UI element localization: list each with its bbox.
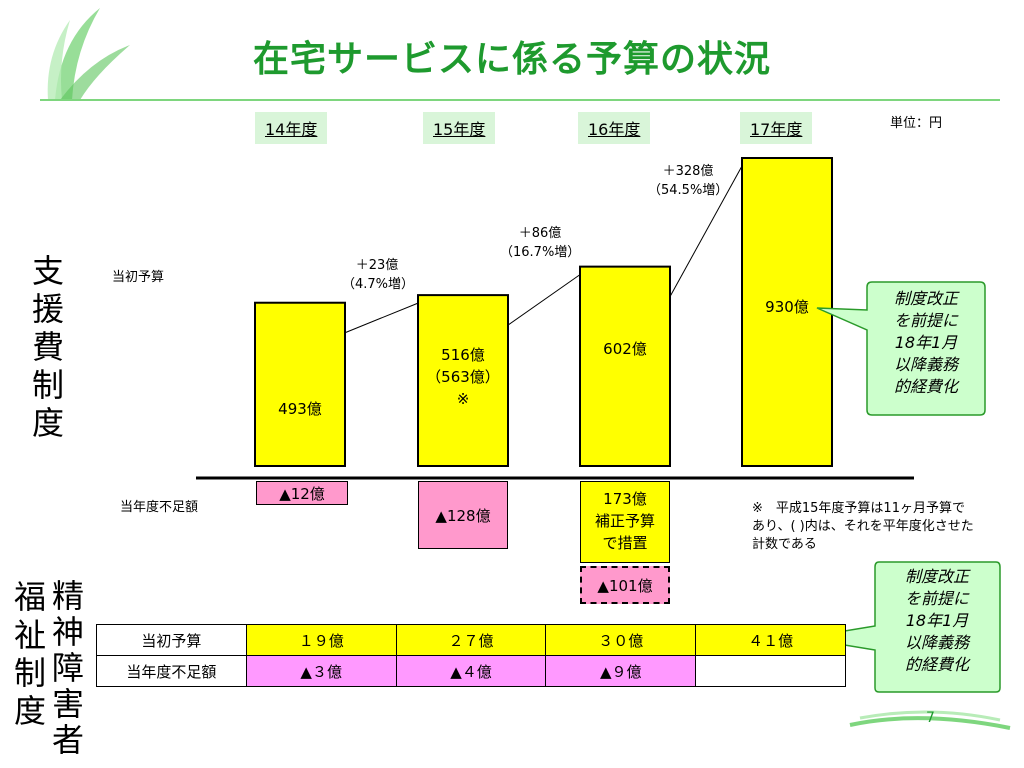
table-row: 当初予算 １９億 ２７億 ３０億 ４１億 xyxy=(96,624,846,656)
shortfall-label: 当年度不足額 xyxy=(120,500,199,515)
supplementary-budget-box: 173億補正予算で措置 xyxy=(580,481,670,563)
footer-decoration xyxy=(849,710,1011,730)
shortfall-box-16: ▲101億 xyxy=(580,566,670,604)
bar-label-16: 602億 xyxy=(603,340,647,358)
table-row-label: 当年度不足額 xyxy=(96,655,247,687)
year-header-14: 14年度 xyxy=(255,112,328,144)
increase-label-15: ＋23億（4.7%増） xyxy=(342,258,415,292)
table-cell: ４１億 xyxy=(695,624,846,656)
budget-bar-1 xyxy=(417,294,509,467)
increase-connector-line xyxy=(669,165,743,297)
bar-label-15: 516億 （563億） ※ xyxy=(426,346,500,408)
increase-connector-line xyxy=(507,274,581,326)
bar-label-14: 493億 xyxy=(278,400,322,418)
year-header-16: 16年度 xyxy=(578,112,651,144)
page-title: 在宅サービスに係る予算の状況 xyxy=(252,39,771,80)
table-cell: １９億 xyxy=(245,624,397,656)
table-cell: ２７億 xyxy=(395,624,547,656)
mental-disability-budget-table: 当初予算 １９億 ２７億 ３０億 ４１億 当年度不足額 ▲３億 ▲４億 ▲９億 xyxy=(96,624,846,687)
budget-bar-chart xyxy=(196,157,914,480)
callout-bubble-2 xyxy=(801,561,1001,693)
increase-label-16: ＋86億（16.7%増） xyxy=(500,226,581,260)
table-cell: ３０億 xyxy=(545,624,697,656)
welfare-system-label: 福祉制度 xyxy=(13,578,46,730)
table-row: 当年度不足額 ▲３億 ▲４億 ▲９億 xyxy=(96,655,846,687)
page-number: 7 xyxy=(926,710,935,726)
table-cell: ▲４億 xyxy=(395,655,547,687)
table-cell xyxy=(695,655,846,687)
footnote: ※ 平成15年度予算は11ヶ月予算であり、( )内は、それを平年度化させた計数で… xyxy=(752,501,974,552)
shortfall-box-14: ▲12億 xyxy=(256,481,348,505)
table-cell: ▲９億 xyxy=(545,655,697,687)
year-header-15: 15年度 xyxy=(423,112,496,144)
shortfall-box-15: ▲128億 xyxy=(418,481,508,549)
budget-bar-0 xyxy=(254,301,346,467)
year-header-17: 17年度 xyxy=(740,112,813,144)
bar-label-17: 930億 xyxy=(765,298,809,316)
unit-label: 単位：円 xyxy=(890,116,943,131)
budget-bar-3 xyxy=(741,157,833,467)
support-system-label: 支援費制度 xyxy=(31,252,64,442)
increase-connector-line xyxy=(344,302,419,334)
mental-disability-label: 精神障害者 xyxy=(51,577,84,759)
callout-bubble-1 xyxy=(816,281,986,416)
budget-bar-2 xyxy=(579,265,671,467)
initial-budget-label: 当初予算 xyxy=(112,270,165,285)
header-decoration xyxy=(40,8,1000,101)
table-row-label: 当初予算 xyxy=(96,624,247,656)
table-cell: ▲３億 xyxy=(245,655,397,687)
increase-label-17: ＋328億（54.5%増） xyxy=(648,164,729,198)
